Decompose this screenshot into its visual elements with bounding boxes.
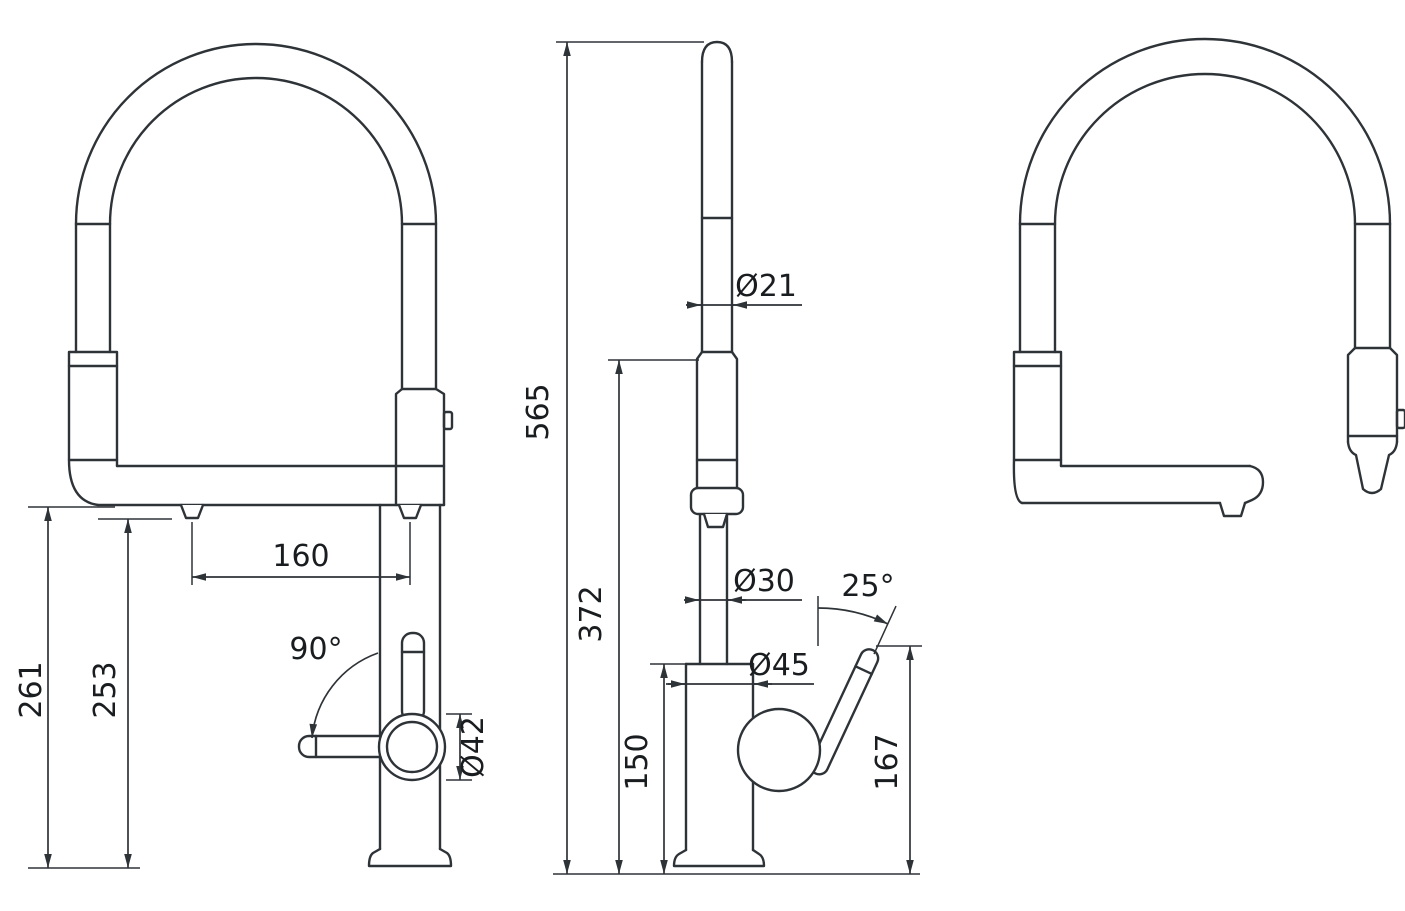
lever-tilted [809, 648, 880, 776]
dim-160-label: 160 [272, 539, 329, 574]
hose-arch [74, 42, 438, 391]
base-flange [367, 847, 453, 868]
dim-dia45-label: Ø45 [748, 648, 810, 683]
spray-button-perspective [1395, 408, 1405, 430]
dim-90deg-label: 90° [289, 632, 342, 667]
dim-150-label: 150 [620, 733, 655, 790]
spray-head-side [695, 350, 739, 490]
body-column-front [367, 503, 453, 868]
spray-button [442, 410, 454, 431]
riser-collar [67, 350, 119, 507]
dim-565-label: 565 [521, 383, 556, 440]
perspective-view [1012, 37, 1405, 518]
dim-dia42-label: Ø42 [456, 716, 491, 778]
spray-head-perspective [1346, 346, 1405, 495]
mixer-handle-side [736, 648, 880, 793]
dim-372-label: 372 [574, 585, 609, 642]
spray-head-front [394, 387, 454, 507]
dim-253-label: 253 [88, 661, 123, 718]
dock-bracket [689, 486, 745, 516]
aerator-nozzle-perspective [1218, 501, 1247, 518]
mixer-handle-front [297, 631, 447, 782]
side-dimensions: 565 372 150 167 Ø21 Ø30 Ø45 25° [521, 41, 922, 874]
dim-167-label: 167 [870, 733, 905, 790]
aerator-nozzle-left [179, 503, 205, 520]
base-flange-side [672, 848, 766, 868]
handle-hub-outer [377, 712, 447, 782]
hose-arch-perspective [1018, 37, 1392, 354]
dim-dia30-label: Ø30 [733, 564, 795, 599]
front-dimensions: 261 253 160 90° Ø42 [14, 506, 491, 869]
side-view: 565 372 150 167 Ø21 Ø30 Ø45 25° [521, 40, 922, 875]
aerator-nozzle-right [397, 503, 423, 520]
dim-261-label: 261 [14, 661, 49, 718]
front-view: 261 253 160 90° Ø42 [14, 42, 491, 869]
handle-hub-inner [385, 720, 439, 774]
spout-arm [96, 464, 446, 520]
aerator-nozzle-side [702, 512, 729, 529]
pullout-wand-rod [700, 40, 734, 354]
riser-collar-perspective [1012, 350, 1063, 505]
handle-dome [736, 707, 822, 793]
dim-dia21-label: Ø21 [735, 269, 797, 304]
spout-arm-perspective [1020, 464, 1265, 518]
neck-and-bracket [689, 486, 745, 666]
dim-25deg-label: 25° [841, 569, 894, 604]
lever-vertical [400, 631, 426, 723]
